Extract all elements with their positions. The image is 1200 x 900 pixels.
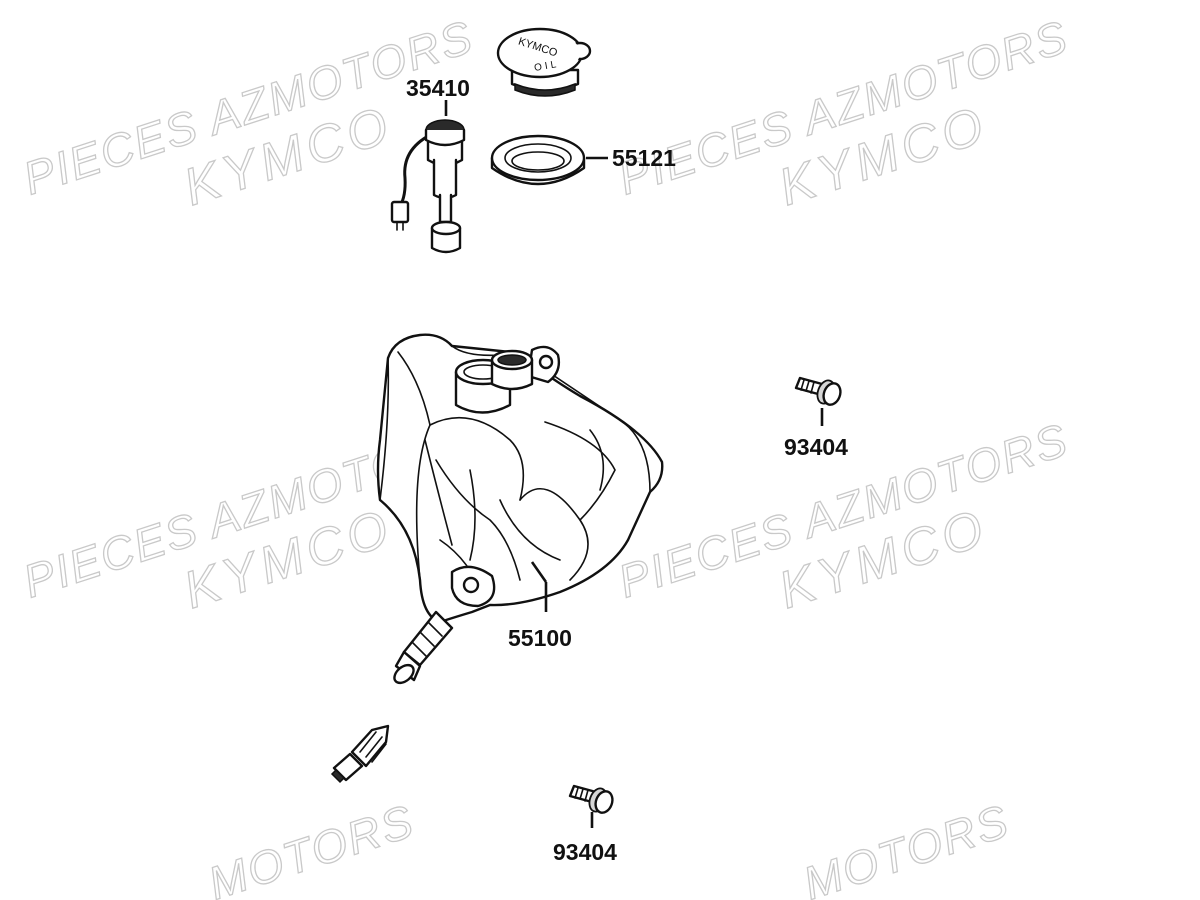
flange-bolt-bottom-part bbox=[568, 784, 614, 814]
long-bolt-part bbox=[330, 724, 390, 784]
watermark-text: MOTORS bbox=[797, 794, 1016, 900]
fuel-gauge-part bbox=[390, 119, 466, 254]
leader-55100-end bbox=[530, 561, 548, 583]
callout-93404-right: 93404 bbox=[784, 434, 848, 460]
callout-93404-bottom: 93404 bbox=[553, 839, 617, 865]
oil-cap-part: KYMCO OIL bbox=[496, 27, 592, 97]
leader-lines bbox=[444, 100, 824, 828]
cap-oil-text: OIL bbox=[533, 59, 560, 74]
flange-bolt-right-part bbox=[794, 376, 842, 406]
callout-55121: 55121 bbox=[612, 145, 676, 171]
callout-35410: 35410 bbox=[406, 75, 470, 101]
callout-55100: 55100 bbox=[508, 625, 572, 651]
oil-tank-part bbox=[376, 333, 664, 685]
cap-gasket-part bbox=[490, 134, 586, 186]
watermark-text: MOTORS bbox=[202, 794, 421, 900]
callout-labels: 35410 55121 55100 93404 93404 bbox=[406, 75, 848, 865]
